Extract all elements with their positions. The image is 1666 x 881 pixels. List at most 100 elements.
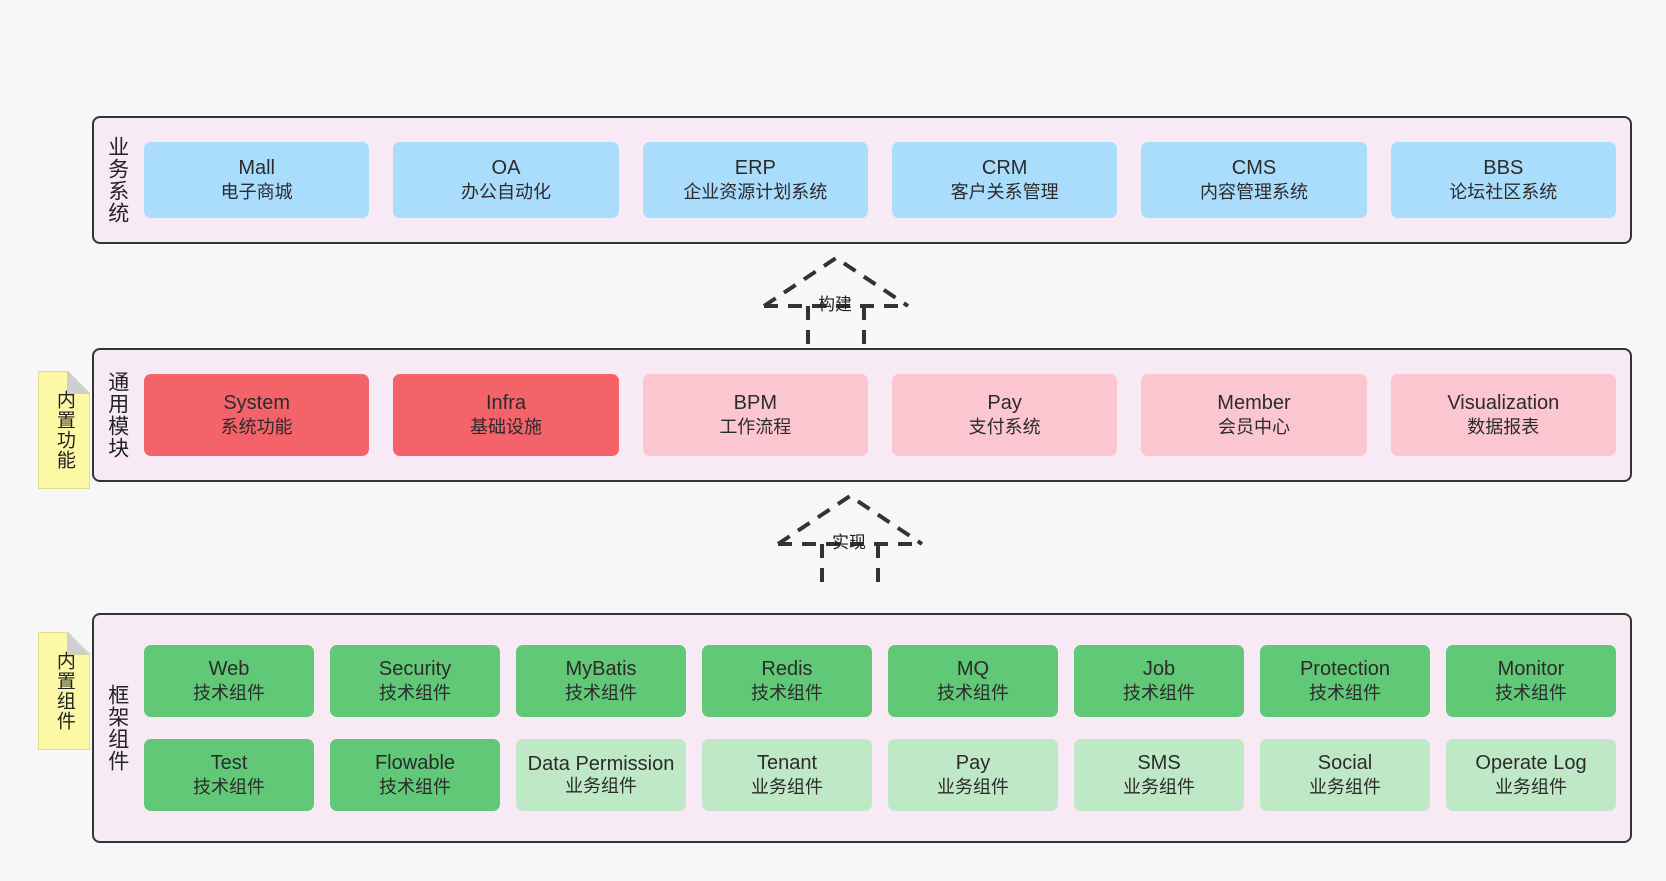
card-subtitle: 技术组件 xyxy=(193,777,265,798)
card-subtitle: 技术组件 xyxy=(751,683,823,704)
card-subtitle: 业务组件 xyxy=(1495,777,1567,798)
card-title: Visualization xyxy=(1447,392,1560,415)
card-social[interactable]: Social 业务组件 xyxy=(1260,739,1430,811)
card-subtitle: 系统功能 xyxy=(220,417,293,438)
card-oa[interactable]: OA 办公自动化 xyxy=(393,142,619,218)
layer-body-business-systems: Mall 电子商城 OA 办公自动化 ERP 企业资源计划系统 CRM 客户关系… xyxy=(140,118,1630,242)
card-title: System xyxy=(223,392,290,415)
card-crm[interactable]: CRM 客户关系管理 xyxy=(891,142,1118,218)
implement-arrow-icon xyxy=(776,493,924,586)
card-monitor[interactable]: Monitor 技术组件 xyxy=(1446,645,1616,717)
card-operate-log[interactable]: Operate Log 业务组件 xyxy=(1446,739,1616,811)
card-subtitle: 技术组件 xyxy=(379,777,451,798)
card-title: Protection xyxy=(1299,658,1391,681)
card-flowable[interactable]: Flowable 技术组件 xyxy=(330,739,500,811)
card-cms[interactable]: CMS 内容管理系统 xyxy=(1141,142,1367,218)
card-subtitle: 基础设施 xyxy=(469,417,542,438)
card-row: Test 技术组件 Flowable 技术组件 Data Permission … xyxy=(144,739,1616,811)
card-subtitle: 业务组件 xyxy=(751,777,823,798)
layer-title-common-modules: 通用模块 xyxy=(105,371,129,459)
card-title: Flowable xyxy=(374,752,456,775)
card-mybatis[interactable]: MyBatis 技术组件 xyxy=(516,645,686,717)
card-subtitle: 工作流程 xyxy=(719,417,792,438)
card-title: Test xyxy=(210,752,248,775)
card-subtitle: 内容管理系统 xyxy=(1199,182,1308,203)
note-label: 内置组件 xyxy=(53,651,75,731)
card-title: Member xyxy=(1217,392,1291,415)
card-title: ERP xyxy=(734,157,776,180)
card-web[interactable]: Web 技术组件 xyxy=(144,645,314,717)
card-subtitle: 业务组件 xyxy=(1309,777,1381,798)
card-bpm[interactable]: BPM 工作流程 xyxy=(642,374,868,456)
card-subtitle: 客户关系管理 xyxy=(950,182,1059,203)
card-title: Pay xyxy=(987,392,1022,415)
card-data-permission[interactable]: Data Permission 业务组件 xyxy=(516,739,686,811)
card-title: BBS xyxy=(1483,157,1524,180)
card-subtitle: 技术组件 xyxy=(1309,683,1381,704)
card-infra[interactable]: Infra 基础设施 xyxy=(393,374,619,456)
layer-framework-components: 框架组件 Web 技术组件 Security 技术组件 MyBatis 技术组件… xyxy=(92,613,1632,843)
connector-implement-label: 实现 xyxy=(832,533,866,552)
layer-title-framework-components: 框架组件 xyxy=(105,684,129,772)
card-subtitle: 支付系统 xyxy=(968,417,1041,438)
card-subtitle: 技术组件 xyxy=(1495,683,1567,704)
card-title: Operate Log xyxy=(1475,752,1587,775)
connector-implement: 实现 xyxy=(770,490,930,586)
card-security[interactable]: Security 技术组件 xyxy=(330,645,500,717)
card-title: Mall xyxy=(238,157,275,180)
connector-build: 构建 xyxy=(756,252,916,348)
card-subtitle: 业务组件 xyxy=(937,777,1009,798)
card-title: Data Permission xyxy=(527,752,675,775)
note-label: 内置功能 xyxy=(53,390,75,470)
card-mq[interactable]: MQ 技术组件 xyxy=(888,645,1058,717)
card-title: BPM xyxy=(733,392,777,415)
card-subtitle: 企业资源计划系统 xyxy=(683,182,828,203)
card-tenant[interactable]: Tenant 业务组件 xyxy=(702,739,872,811)
layer-business-systems: 业务系统 Mall 电子商城 OA 办公自动化 ERP 企业资源计划系统 CRM… xyxy=(92,116,1632,244)
card-sms[interactable]: SMS 业务组件 xyxy=(1074,739,1244,811)
card-subtitle: 论坛社区系统 xyxy=(1449,182,1558,203)
card-subtitle: 业务组件 xyxy=(565,775,637,796)
layer-title-business-systems: 业务系统 xyxy=(105,136,129,224)
card-subtitle: 技术组件 xyxy=(1123,683,1195,704)
card-subtitle: 技术组件 xyxy=(379,683,451,704)
card-title: Monitor xyxy=(1497,658,1565,681)
card-title: SMS xyxy=(1137,752,1181,775)
card-visualization[interactable]: Visualization 数据报表 xyxy=(1390,374,1616,456)
card-subtitle: 电子商城 xyxy=(220,182,293,203)
layer-body-common-modules: System 系统功能 Infra 基础设施 BPM 工作流程 Pay 支付系统… xyxy=(140,350,1630,480)
card-redis[interactable]: Redis 技术组件 xyxy=(702,645,872,717)
card-title: OA xyxy=(491,157,521,180)
note-builtin-components[interactable]: 内置组件 xyxy=(38,632,90,750)
card-title: Web xyxy=(208,658,250,681)
card-subtitle: 办公自动化 xyxy=(460,182,551,203)
card-job[interactable]: Job 技术组件 xyxy=(1074,645,1244,717)
card-subtitle: 业务组件 xyxy=(1123,777,1195,798)
card-title: Social xyxy=(1317,752,1373,775)
card-subtitle: 技术组件 xyxy=(193,683,265,704)
card-title: CMS xyxy=(1231,157,1277,180)
card-title: Tenant xyxy=(756,752,818,775)
card-system[interactable]: System 系统功能 xyxy=(144,374,370,456)
card-title: Security xyxy=(378,658,452,681)
card-title: MyBatis xyxy=(565,658,637,681)
note-builtin-features[interactable]: 内置功能 xyxy=(38,371,90,489)
connector-build-label: 构建 xyxy=(818,295,852,314)
card-test[interactable]: Test 技术组件 xyxy=(144,739,314,811)
card-member[interactable]: Member 会员中心 xyxy=(1141,374,1367,456)
card-title: CRM xyxy=(981,157,1028,180)
card-row: Mall 电子商城 OA 办公自动化 ERP 企业资源计划系统 CRM 客户关系… xyxy=(144,142,1616,218)
card-bbs[interactable]: BBS 论坛社区系统 xyxy=(1390,142,1616,218)
card-pay-component[interactable]: Pay 业务组件 xyxy=(888,739,1058,811)
card-protection[interactable]: Protection 技术组件 xyxy=(1260,645,1430,717)
layer-common-modules: 通用模块 System 系统功能 Infra 基础设施 BPM 工作流程 Pay… xyxy=(92,348,1632,482)
card-title: Redis xyxy=(761,658,813,681)
card-row: Web 技术组件 Security 技术组件 MyBatis 技术组件 Redi… xyxy=(144,645,1616,717)
card-mall[interactable]: Mall 电子商城 xyxy=(144,142,370,218)
card-title: MQ xyxy=(956,658,990,681)
card-row: System 系统功能 Infra 基础设施 BPM 工作流程 Pay 支付系统… xyxy=(144,374,1616,456)
card-pay-module[interactable]: Pay 支付系统 xyxy=(891,374,1118,456)
card-erp[interactable]: ERP 企业资源计划系统 xyxy=(642,142,868,218)
layer-body-framework-components: Web 技术组件 Security 技术组件 MyBatis 技术组件 Redi… xyxy=(140,615,1630,841)
